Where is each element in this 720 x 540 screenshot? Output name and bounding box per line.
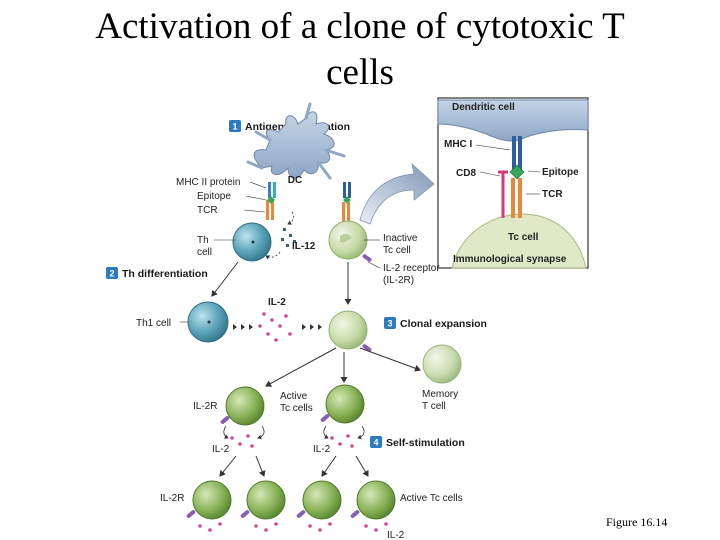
inset-synapse-label: Immunological synapse (453, 254, 567, 265)
arrow-to-active-left (265, 347, 337, 387)
step-3-label: Clonal expansion (400, 318, 487, 330)
active-tc-cell (240, 480, 286, 520)
mhc2-tcr-complex (243, 181, 276, 220)
active-bottom-label: Active Tc cells (400, 493, 463, 504)
step-4-label: Self-stimulation (386, 437, 465, 449)
th1-label: Th1 cell (136, 318, 171, 329)
memory-label-line2: T cell (422, 401, 446, 412)
memory-t-cell (422, 344, 462, 384)
active-tc-cell (320, 384, 365, 424)
th-cell (214, 222, 272, 262)
il2-secretion: IL-2 (233, 297, 322, 342)
il2-row2: IL-2 (198, 522, 405, 540)
active-label-line1: Active (280, 391, 308, 402)
memory-label-line1: Memory (422, 389, 458, 400)
inset-dendritic-label: Dendritic cell (452, 102, 515, 113)
step-1-number: 1 (232, 122, 237, 132)
step-3: 3 Clonal expansion (384, 317, 487, 330)
il2-left-label: IL-2 (212, 444, 230, 455)
il2-bottom-label: IL-2 (387, 530, 405, 540)
active-tc-cell (350, 480, 396, 520)
active-tc-cell (186, 480, 232, 520)
active-tc-cell (296, 480, 342, 520)
il12-label: IL-12 (292, 241, 316, 252)
active-label-line2: Tc cells (280, 403, 313, 414)
il2-row1: IL-2 IL-2 (212, 425, 365, 455)
il12-cytokines: IL-12 (265, 211, 316, 260)
inset-epitope-label: Epitope (542, 167, 579, 178)
inset-cd8-label: CD8 (456, 168, 476, 179)
il2r-left-label: IL-2R (193, 401, 217, 412)
mhc2-label: MHC II protein (176, 177, 240, 188)
inset-tc-label: Tc cell (508, 232, 539, 243)
il2r-label-line1: IL-2 receptor (383, 263, 440, 274)
il2-mid-label: IL-2 (313, 444, 331, 455)
epitope-label: Epitope (197, 191, 231, 202)
step-2-label: Th differentiation (122, 268, 208, 280)
zoom-arrow (359, 162, 435, 225)
tcr-label: TCR (197, 205, 218, 216)
figure-caption: Figure 16.14 (606, 515, 668, 529)
synapse-inset: Dendritic cell MHC I CD8 Epitope TCR Tc … (437, 97, 589, 269)
il2-top-label: IL-2 (268, 297, 286, 308)
inactive-label-line2: Tc cell (383, 245, 411, 256)
inset-tcr-label: TCR (542, 189, 563, 200)
stimulated-tc-cell (328, 310, 372, 352)
th1-cell (180, 301, 229, 343)
il2r-label-line2: (IL-2R) (383, 275, 414, 286)
inset-mhc1-label: MHC I (444, 139, 473, 150)
th-label-line2: cell (197, 247, 212, 258)
step-2-number: 2 (109, 269, 114, 279)
dendritic-cell: DC (246, 102, 346, 186)
step-3-number: 3 (387, 319, 392, 329)
step-4-number: 4 (373, 438, 378, 448)
dc-label: DC (288, 175, 302, 186)
arrow-to-memory (359, 347, 421, 372)
inactive-label-line1: Inactive (383, 233, 418, 244)
step-2: 2 Th differentiation (106, 267, 208, 280)
inactive-tc-cell (328, 220, 381, 269)
slide-title: Activation of a clone of cytotoxic T cel… (95, 6, 625, 93)
mhc1-tcr-complex (342, 182, 351, 222)
il2r-bottom-label: IL-2R (160, 493, 184, 504)
th-label-line1: Th (197, 235, 209, 246)
step-4: 4 Self-stimulation (370, 436, 465, 449)
active-tc-cell (220, 386, 265, 426)
arrow-th-to-th1 (211, 261, 239, 297)
